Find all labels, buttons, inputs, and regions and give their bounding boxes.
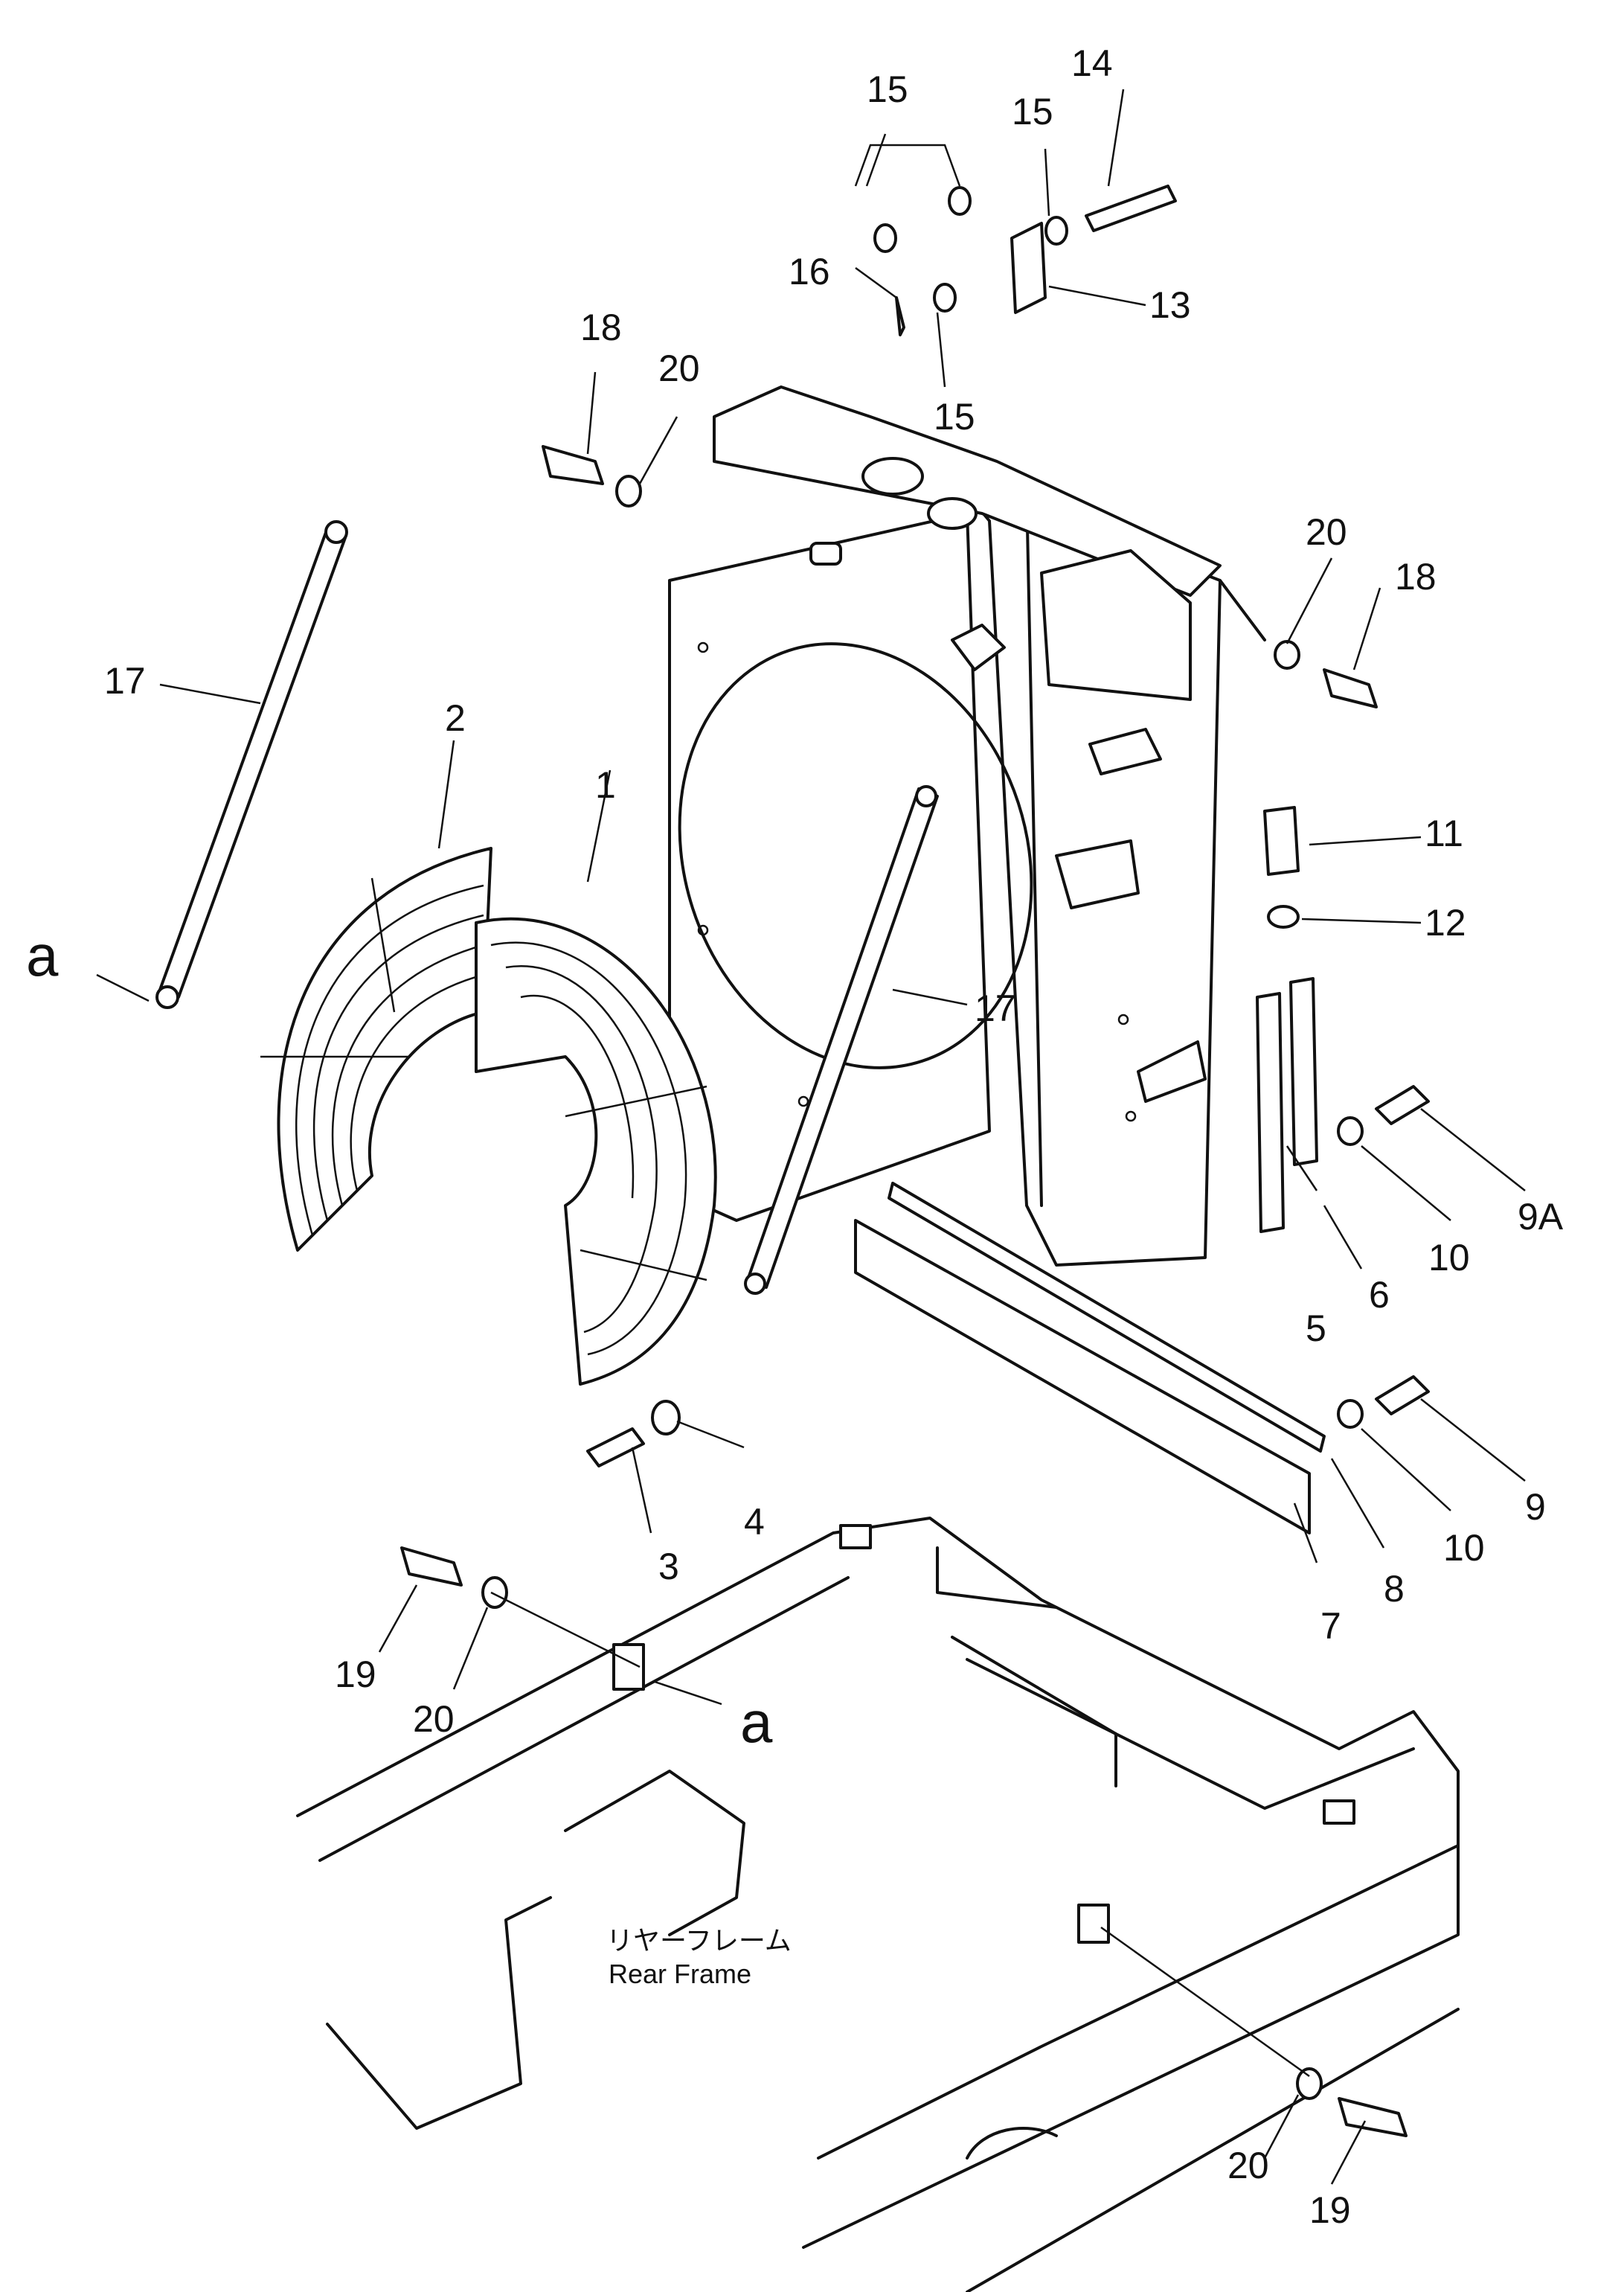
fan-guard-right <box>475 917 717 1386</box>
callout-14: 14 <box>1071 42 1113 84</box>
stay-right <box>744 785 939 1295</box>
callout-13: 13 <box>1149 284 1191 326</box>
callout-19-right: 19 <box>1309 2189 1351 2231</box>
callout-6: 6 <box>1369 1274 1390 1316</box>
callout-7: 7 <box>1320 1605 1341 1647</box>
callout-17-right: 17 <box>975 987 1016 1029</box>
lower-guard-bolts <box>586 1400 681 1467</box>
callout-18-right: 18 <box>1395 556 1437 598</box>
callout-9: 9 <box>1525 1486 1546 1528</box>
callout-15-right: 15 <box>1012 91 1053 132</box>
view-marker-a-right: a <box>740 1689 773 1755</box>
leader-lines <box>96 89 1526 2185</box>
fan-guard-left <box>260 847 492 1252</box>
stay-left <box>155 520 348 1009</box>
callout-12: 12 <box>1425 902 1466 944</box>
callout-15-lower: 15 <box>934 396 975 438</box>
callout-15-group: 15 <box>867 68 908 110</box>
callout-17-left: 17 <box>104 660 146 702</box>
radiator-assembly <box>668 385 1266 1267</box>
view-marker-a-left: a <box>26 923 59 988</box>
side-bolts <box>1337 1085 1430 1429</box>
callout-1: 1 <box>595 764 616 806</box>
upper-hardware <box>542 185 1378 929</box>
callout-2: 2 <box>445 697 466 739</box>
callout-3: 3 <box>658 1546 679 1587</box>
callout-20-lower-right: 20 <box>1227 2145 1269 2186</box>
callout-18-left: 18 <box>580 307 622 348</box>
rear-frame <box>296 1517 1460 2292</box>
callout-20-upper-left: 20 <box>658 348 700 389</box>
rear-frame-caption-en: Rear Frame <box>609 1959 752 1989</box>
callout-11: 11 <box>1425 813 1463 854</box>
callout-10-upper: 10 <box>1428 1237 1470 1278</box>
callout-16: 16 <box>789 251 830 292</box>
callout-20-upper-right: 20 <box>1306 511 1347 553</box>
seal-plates <box>854 977 1326 1534</box>
callout-8: 8 <box>1384 1568 1405 1610</box>
frame-bolts <box>400 1546 1408 2137</box>
callout-9a: 9A <box>1518 1196 1564 1238</box>
callout-5: 5 <box>1306 1307 1326 1349</box>
rear-frame-caption-jp: リヤーフレーム <box>606 1925 792 1956</box>
callout-20-lower-left: 20 <box>413 1698 455 1740</box>
callout-10-lower: 10 <box>1443 1527 1485 1569</box>
callout-19-left: 19 <box>335 1654 376 1695</box>
callout-4: 4 <box>744 1501 765 1543</box>
